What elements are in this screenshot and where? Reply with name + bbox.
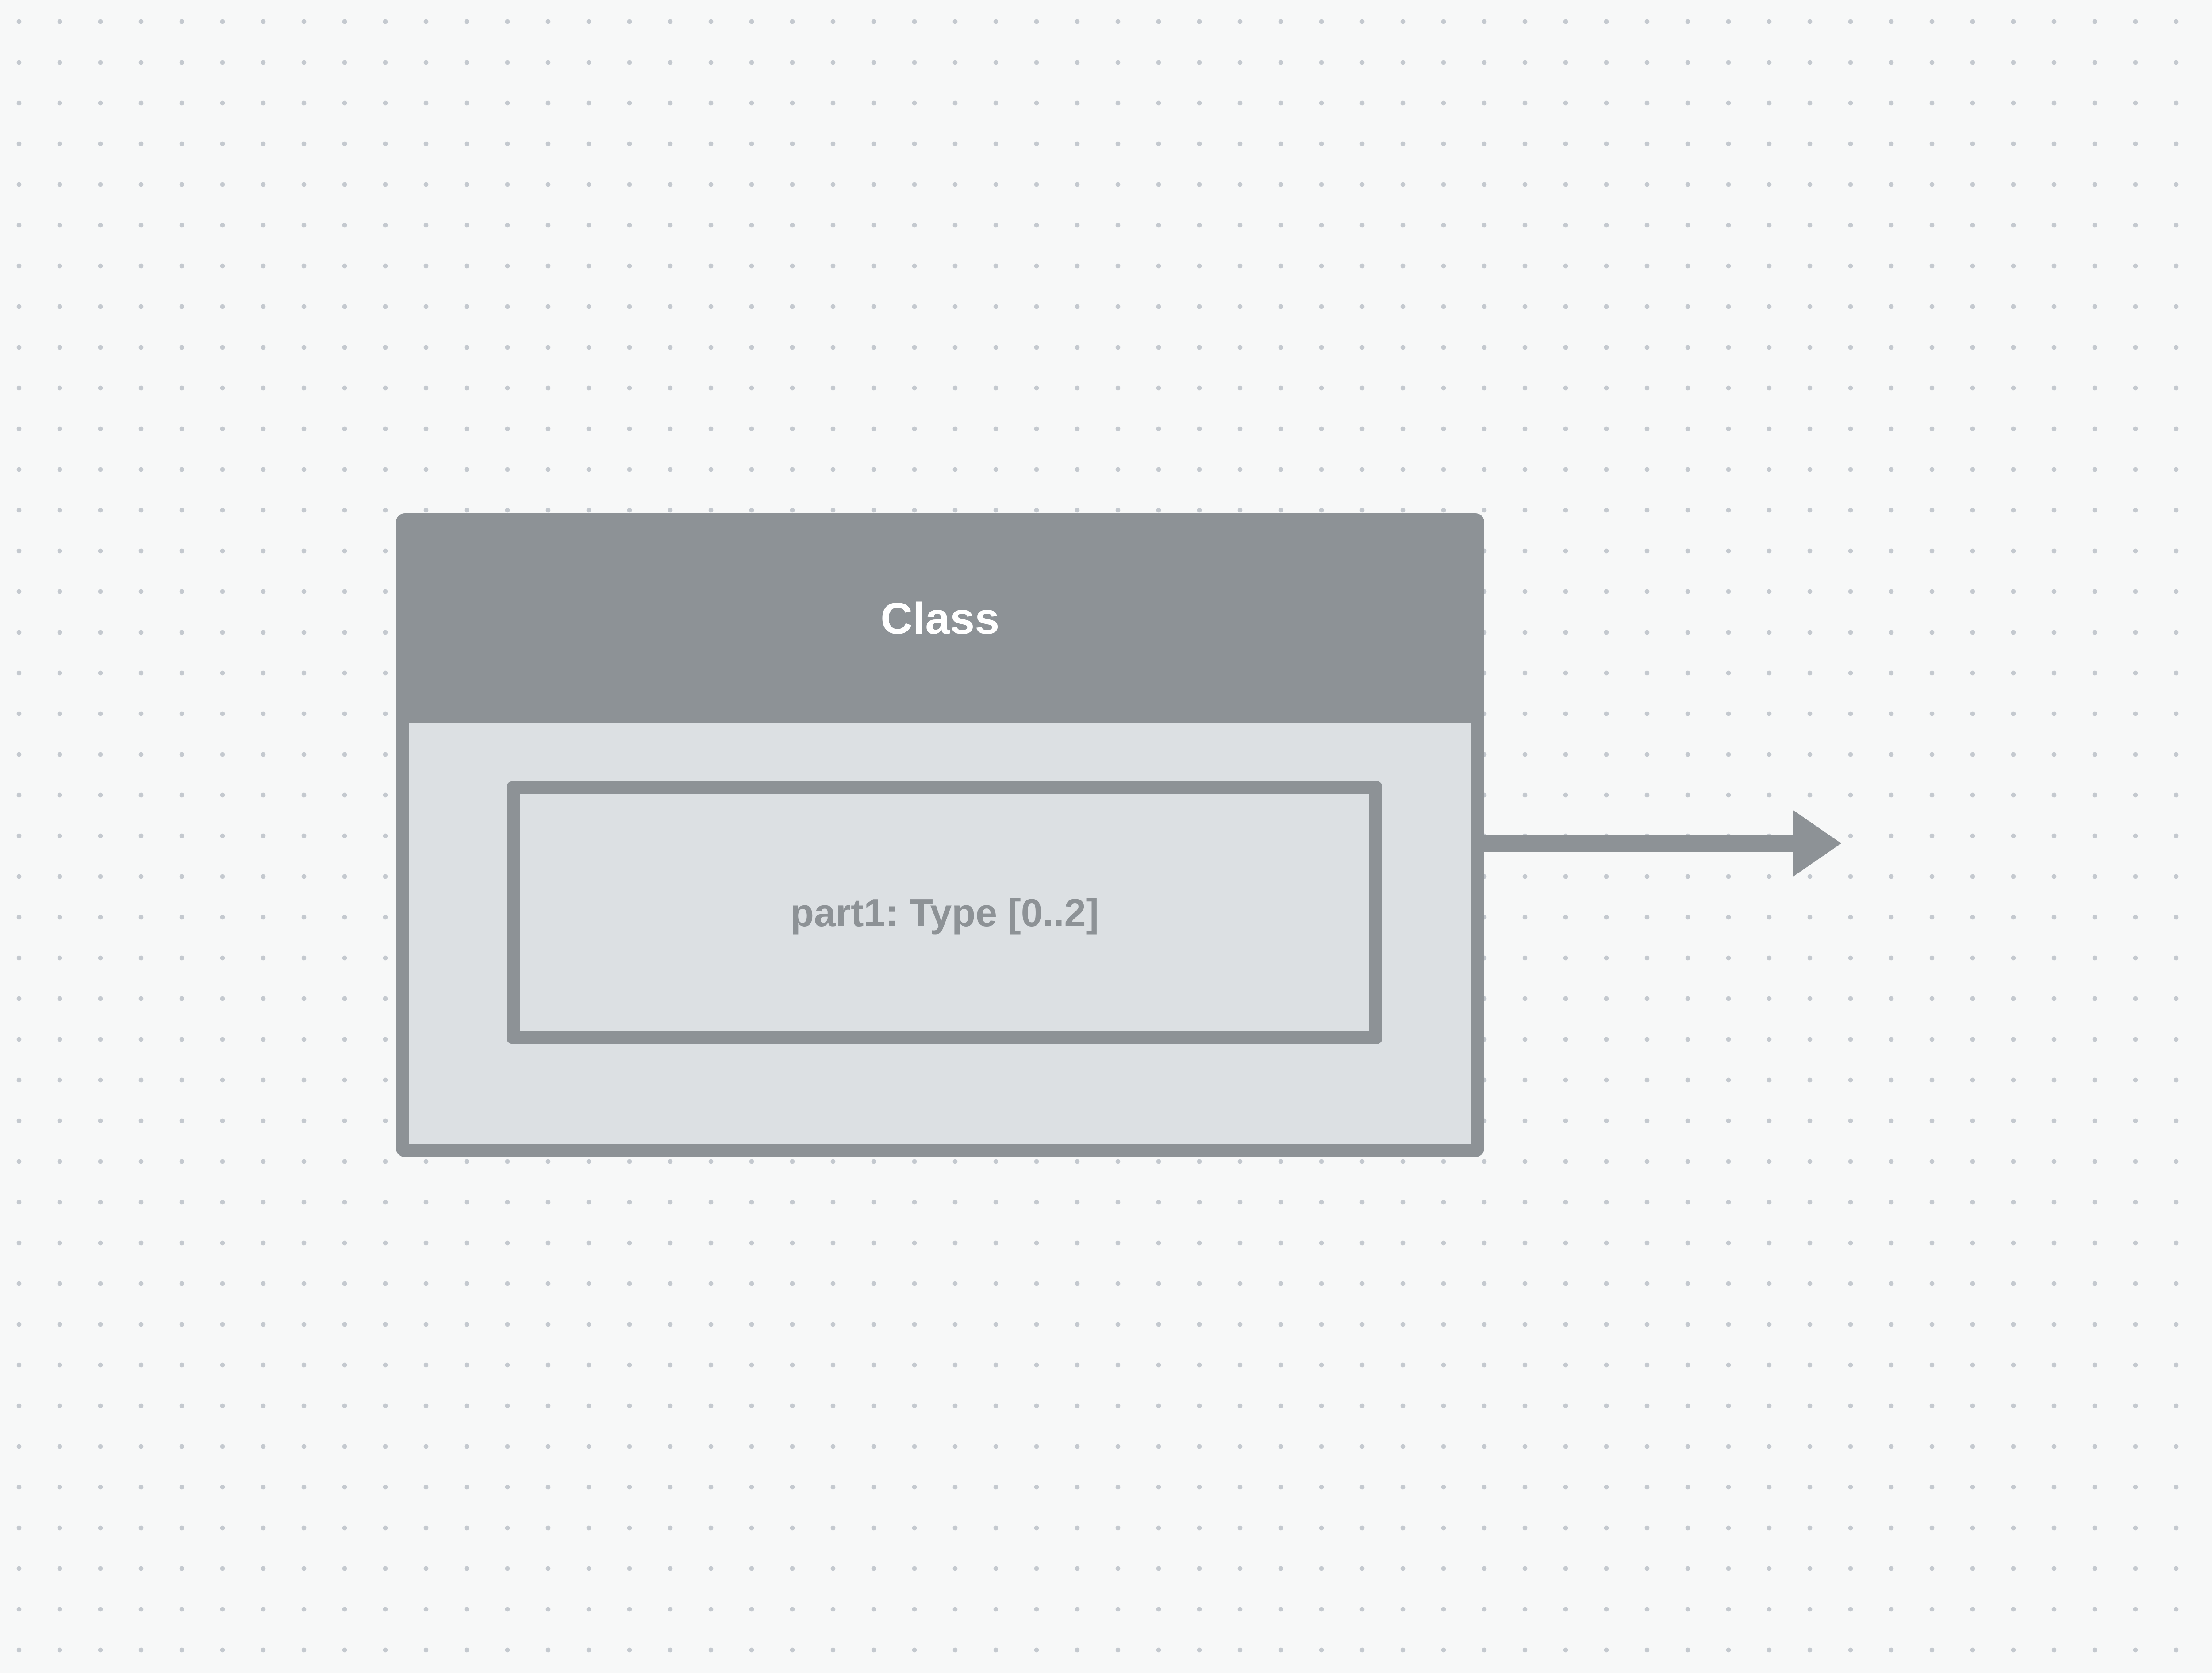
uml-class-node[interactable]: Class part1: Type [0..2]: [396, 513, 1484, 1157]
class-header[interactable]: Class: [396, 513, 1484, 723]
class-part-label: part1: Type [0..2]: [790, 890, 1099, 935]
association-connector[interactable]: [1478, 810, 1845, 877]
association-arrow-icon: [1478, 810, 1841, 877]
class-part-box[interactable]: part1: Type [0..2]: [507, 781, 1382, 1044]
class-name-label: Class: [880, 593, 1000, 643]
class-body-compartment[interactable]: part1: Type [0..2]: [396, 723, 1484, 1157]
